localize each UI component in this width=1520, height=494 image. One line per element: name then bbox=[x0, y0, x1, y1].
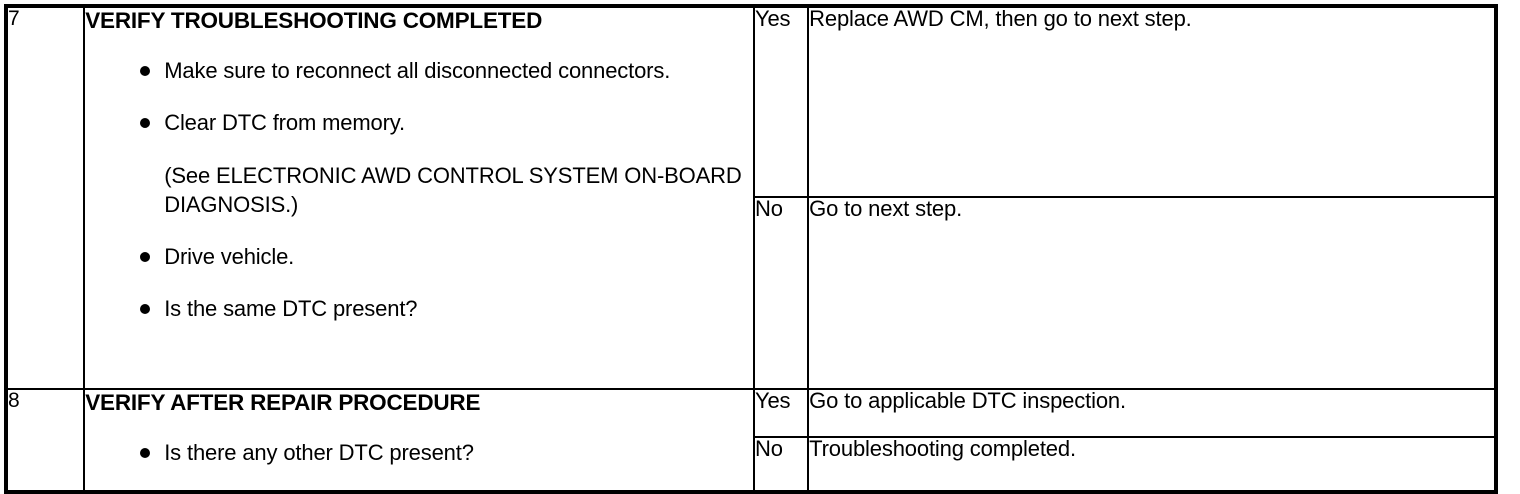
step-title: VERIFY TROUBLESHOOTING COMPLETED bbox=[85, 8, 543, 33]
list-item: Drive vehicle. bbox=[85, 242, 753, 271]
table-row: 7 VERIFY TROUBLESHOOTING COMPLETED Make … bbox=[4, 5, 1497, 390]
result-cell-no: Troubleshooting completed. bbox=[807, 436, 1497, 493]
table-row: 8 VERIFY AFTER REPAIR PROCEDURE Is there… bbox=[4, 388, 1497, 493]
bullet-icon bbox=[140, 66, 151, 77]
result-text: Go to next step. bbox=[809, 196, 963, 221]
judgement-cell-yes: Yes bbox=[752, 388, 810, 438]
bullet-icon bbox=[140, 304, 151, 315]
step-action-cell-7: VERIFY TROUBLESHOOTING COMPLETED Make su… bbox=[83, 5, 755, 390]
judgement-cell-yes: Yes bbox=[752, 5, 810, 198]
list-item: Clear DTC from memory. bbox=[85, 108, 753, 137]
list-item: Is there any other DTC present? bbox=[85, 438, 753, 467]
bullet-icon bbox=[140, 252, 151, 263]
result-text: Replace AWD CM, then go to next step. bbox=[809, 6, 1192, 31]
result-text: Go to applicable DTC inspection. bbox=[809, 388, 1126, 413]
judgement-cell-no: No bbox=[752, 436, 810, 493]
bullet-icon bbox=[140, 448, 151, 459]
step-title: VERIFY AFTER REPAIR PROCEDURE bbox=[85, 390, 481, 415]
table-row: No Troubleshooting completed. bbox=[6, 436, 1497, 493]
judgement-label: No bbox=[755, 196, 783, 221]
bullet-icon bbox=[140, 118, 151, 129]
judgement-label: No bbox=[755, 436, 783, 461]
step-number-cell-7: 7 bbox=[4, 5, 86, 390]
result-text: Troubleshooting completed. bbox=[809, 436, 1076, 461]
list-item-text: (See ELECTRONIC AWD CONTROL SYSTEM ON-BO… bbox=[164, 162, 742, 217]
step-item-list: Is there any other DTC present? bbox=[85, 438, 753, 467]
result-cell-no: Go to next step. bbox=[807, 196, 1497, 390]
list-item-text: Make sure to reconnect all disconnected … bbox=[164, 58, 671, 84]
list-item-text: Clear DTC from memory. bbox=[164, 110, 405, 136]
result-cell-yes: Go to applicable DTC inspection. bbox=[807, 388, 1497, 438]
result-cell-yes: Replace AWD CM, then go to next step. bbox=[807, 5, 1497, 198]
step-number-cell-8: 8 bbox=[4, 388, 86, 493]
table-row: No Go to next step. bbox=[6, 196, 1497, 390]
judgement-cell-no: No bbox=[752, 196, 810, 390]
list-item: Is the same DTC present? bbox=[85, 294, 753, 323]
judgement-label: Yes bbox=[755, 388, 791, 413]
step-item-list: Make sure to reconnect all disconnected … bbox=[85, 56, 753, 324]
list-item-text: Is the same DTC present? bbox=[164, 296, 418, 322]
list-item-note: (See ELECTRONIC AWD CONTROL SYSTEM ON-BO… bbox=[85, 161, 753, 220]
list-item-text: Is there any other DTC present? bbox=[164, 440, 474, 466]
step-action-cell-8: VERIFY AFTER REPAIR PROCEDURE Is there a… bbox=[83, 388, 755, 493]
list-item-text: Drive vehicle. bbox=[164, 244, 295, 270]
list-item: Make sure to reconnect all disconnected … bbox=[85, 56, 753, 85]
troubleshooting-table: 7 VERIFY TROUBLESHOOTING COMPLETED Make … bbox=[4, 4, 1498, 494]
step-number: 7 bbox=[8, 7, 20, 30]
step-number: 8 bbox=[8, 389, 20, 412]
judgement-label: Yes bbox=[755, 6, 791, 31]
